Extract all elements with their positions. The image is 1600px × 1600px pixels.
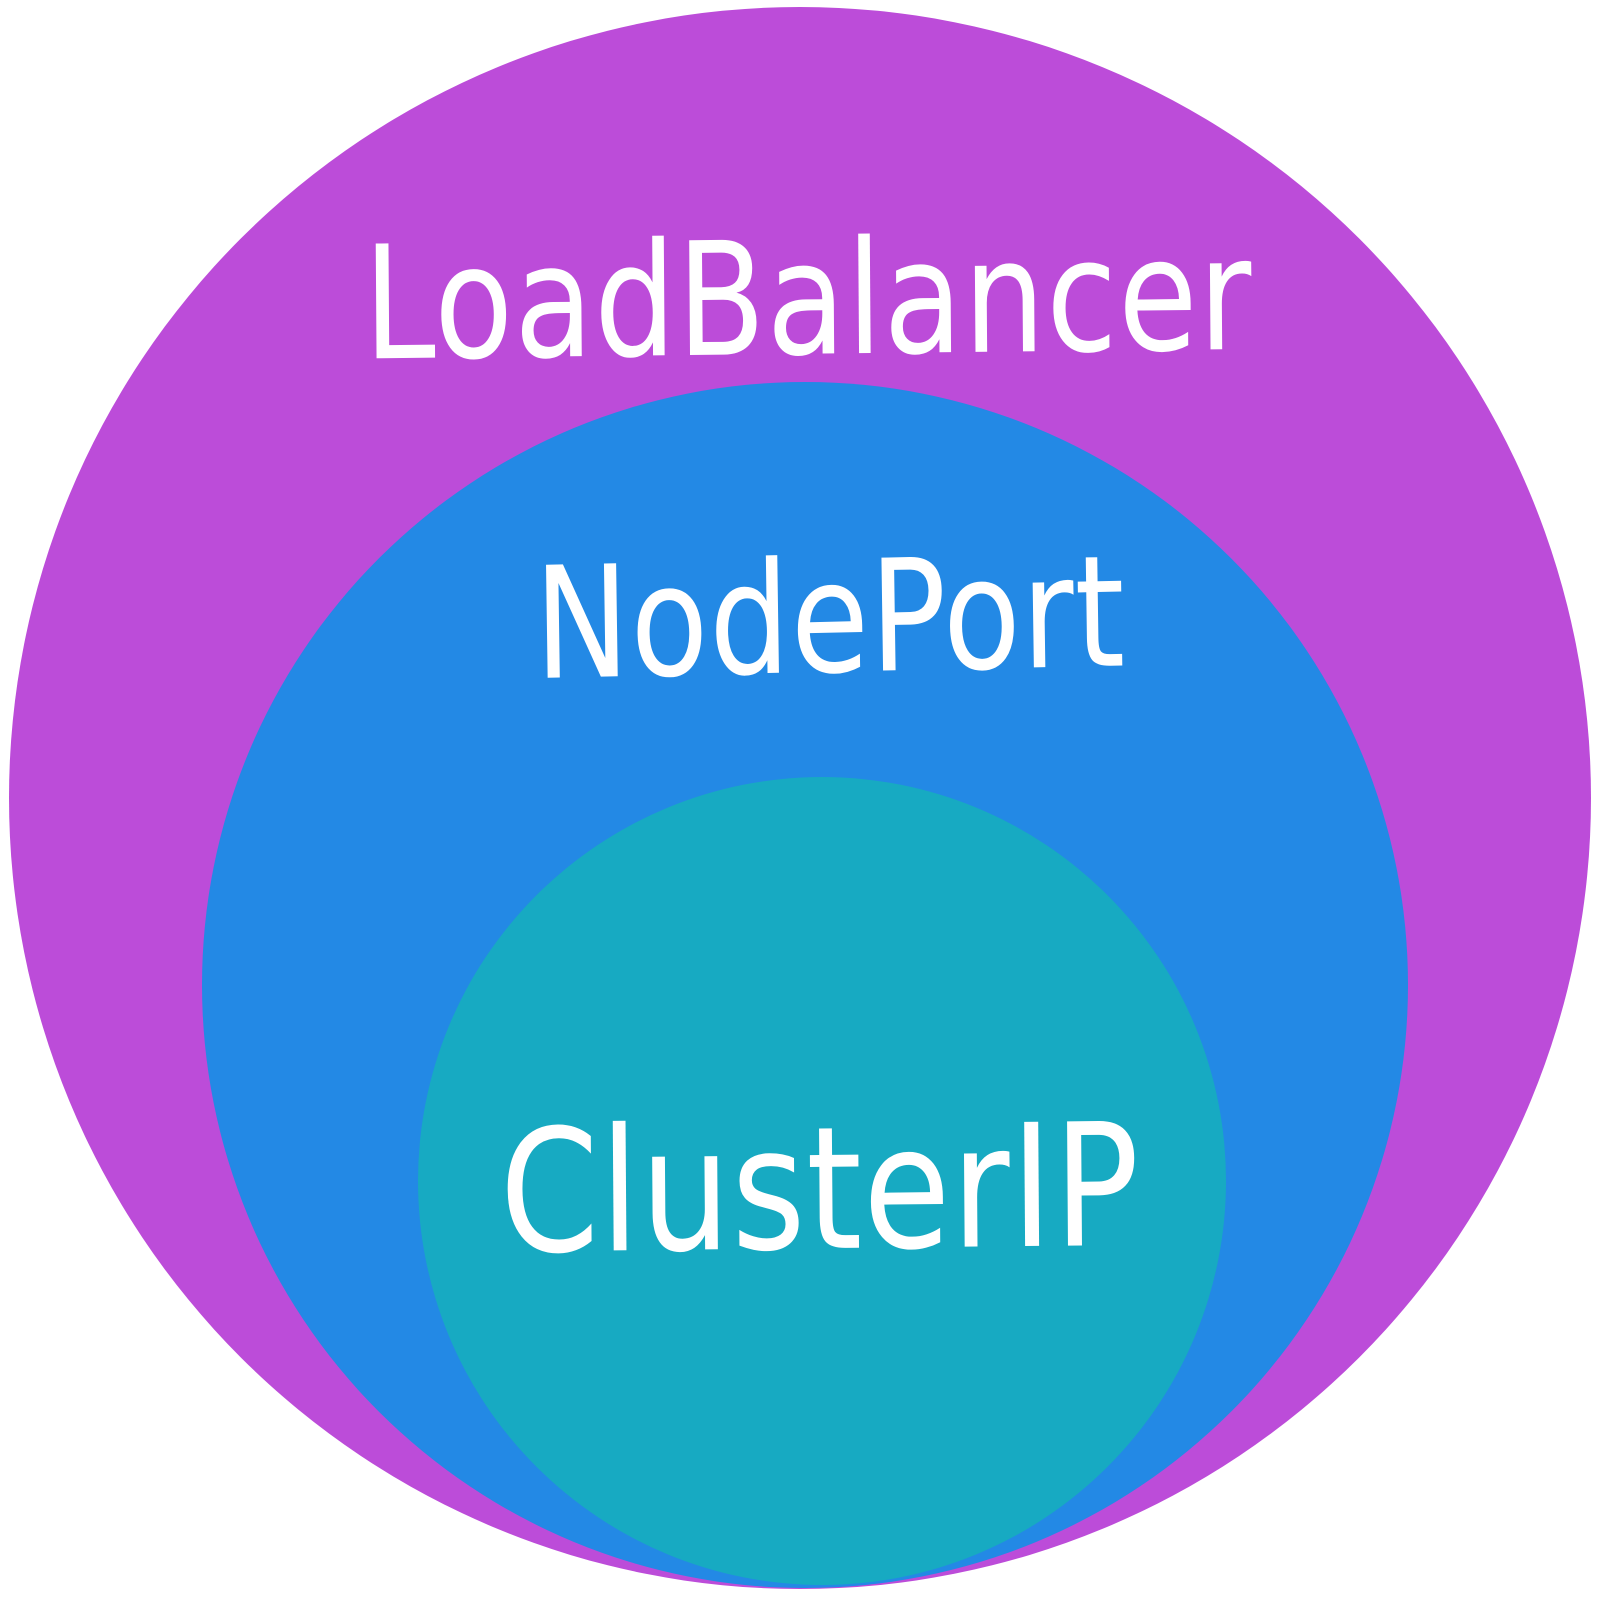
- loadbalancer-label: LoadBalancer: [362, 203, 1254, 397]
- clusterip-label: ClusterIP: [499, 1087, 1141, 1293]
- clusterip-circle: [418, 777, 1226, 1585]
- nodeport-label: NodePort: [533, 521, 1127, 715]
